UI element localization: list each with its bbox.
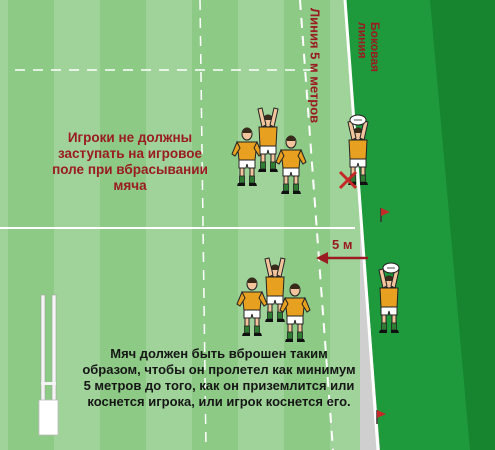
distance-label: 5 м bbox=[332, 237, 352, 252]
players-rule-text: Игроки не должны заступать на игровое по… bbox=[48, 130, 212, 194]
rugby-ball-icon bbox=[350, 115, 366, 125]
five-metre-line-label: Линия 5 м метров bbox=[308, 8, 322, 123]
throw-rule-text: Мяч должен быть вброшен таким образом, ч… bbox=[80, 346, 358, 410]
touch-line-label: Боковая линия bbox=[356, 22, 381, 90]
rugby-ball-icon bbox=[383, 263, 399, 273]
